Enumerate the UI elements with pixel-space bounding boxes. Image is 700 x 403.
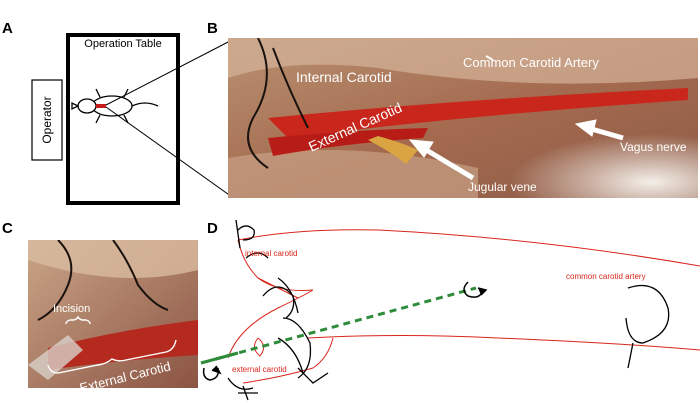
operator-box <box>31 79 63 161</box>
internal-carotid-outline <box>237 239 314 291</box>
panel-b-label-jugular-vene: Jugular vene <box>468 180 537 194</box>
operator-label: Operator <box>40 96 54 144</box>
rotation-arrow-icon <box>463 281 488 298</box>
mouse-icon <box>71 88 159 124</box>
panel-d-diagram <box>200 219 700 401</box>
small-arrow-icon <box>485 55 494 61</box>
panel-d-letter: D <box>207 220 218 237</box>
panel-c-letter: C <box>2 220 13 237</box>
panel-c-photo <box>28 240 198 388</box>
operation-table-label: Operation Table <box>84 38 162 50</box>
common-carotid-outline-bottom <box>307 335 700 351</box>
panel-b-photo <box>228 38 698 198</box>
vagus-arrow-icon <box>574 119 624 141</box>
panel-d-label-common-carotid: common carotid artery <box>566 272 646 281</box>
panel-b-label-internal-carotid: Internal Carotid <box>296 69 392 85</box>
catheter-path <box>215 286 477 361</box>
incision-brace-icon <box>65 315 91 325</box>
external-carotid-vessel <box>268 128 428 156</box>
external-carotid-outline <box>227 289 314 359</box>
rotation-arrow-icon-2 <box>202 365 222 381</box>
external-carotid-brace-icon <box>47 339 177 374</box>
panel-a-letter: A <box>2 20 13 37</box>
incision-marker <box>96 104 106 108</box>
panel-c-vessel <box>48 320 198 370</box>
common-carotid-vessel <box>268 88 688 138</box>
panel-c-label-incision: Incision <box>53 303 91 315</box>
jugular-arrow-icon <box>408 139 475 181</box>
operation-table-frame <box>66 33 180 205</box>
panel-a-schematic <box>31 33 232 205</box>
suture-loops <box>227 219 670 401</box>
panel-b-label-vagus-nerve: Vagus nerve <box>620 140 687 154</box>
panel-b-letter: B <box>207 20 218 37</box>
panel-d-label-internal-carotid: internal carotid <box>245 249 298 258</box>
common-carotid-outline-top <box>237 229 700 267</box>
panel-b-label-common-carotid: Common Carotid Artery <box>463 55 599 70</box>
panel-d-label-external-carotid: external carotid <box>232 365 287 374</box>
